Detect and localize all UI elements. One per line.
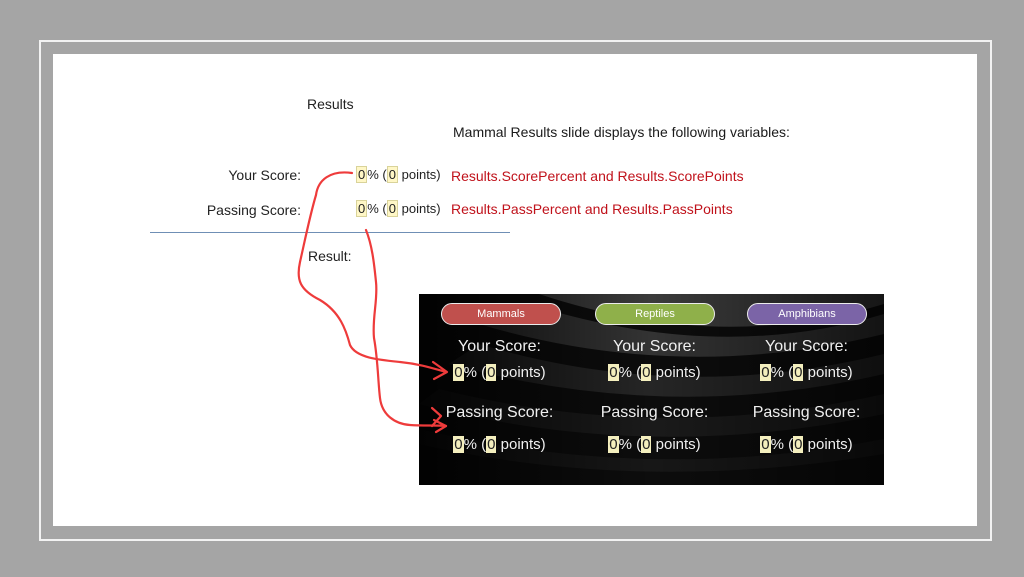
divider-line — [150, 232, 510, 233]
pass-arrowhead — [430, 406, 448, 434]
abstract-background-image — [419, 294, 884, 485]
mammals-your-score-label: Your Score: — [457, 338, 541, 355]
amphibians-passing-score-label: Passing Score: — [752, 404, 861, 421]
amphibians-your-score-label: Your Score: — [764, 338, 848, 355]
reptiles-your-score-label: Your Score: — [612, 338, 696, 355]
reptiles-passing-score-value: 0% (0 points) — [608, 436, 701, 453]
mammals-your-score-value: 0% (0 points) — [453, 364, 546, 381]
amphibians-passing-score-value: 0% (0 points) — [760, 436, 853, 453]
slide-canvas: Results Mammal Results slide displays th… — [53, 54, 977, 526]
score-arrowhead — [431, 360, 449, 381]
reptiles-passing-score-label: Passing Score: — [600, 404, 709, 421]
results-preview-panel: Mammals Reptiles Amphibians Your Score: … — [419, 294, 884, 485]
pass-percent-field[interactable]: 0 — [356, 200, 368, 217]
amphibians-your-score-value: 0% (0 points) — [760, 364, 853, 381]
outer-frame — [39, 40, 992, 541]
your-score-value: 0% (0 points) — [356, 166, 441, 183]
mammals-passing-score-value: 0% (0 points) — [453, 436, 546, 453]
tab-reptiles[interactable]: Reptiles — [595, 303, 715, 325]
score-arrow-line — [297, 171, 448, 374]
reptiles-your-score-value: 0% (0 points) — [608, 364, 701, 381]
slide-description: Mammal Results slide displays the follow… — [453, 124, 790, 140]
result-label: Result: — [308, 248, 352, 264]
pass-points-field[interactable]: 0 — [386, 200, 398, 217]
score-percent-field[interactable]: 0 — [356, 166, 368, 183]
your-score-label: Your Score: — [228, 167, 301, 183]
pass-arrow-line — [364, 228, 448, 428]
tab-mammals[interactable]: Mammals — [441, 303, 561, 325]
tab-amphibians[interactable]: Amphibians — [747, 303, 867, 325]
score-points-field[interactable]: 0 — [386, 166, 398, 183]
pass-variables-note: Results.PassPercent and Results.PassPoin… — [451, 201, 733, 217]
passing-score-value: 0% (0 points) — [356, 200, 441, 217]
score-variables-note: Results.ScorePercent and Results.ScorePo… — [451, 168, 744, 184]
mammals-passing-score-label: Passing Score: — [445, 404, 554, 421]
passing-score-label: Passing Score: — [206, 202, 301, 218]
slide-title: Results — [307, 96, 354, 112]
